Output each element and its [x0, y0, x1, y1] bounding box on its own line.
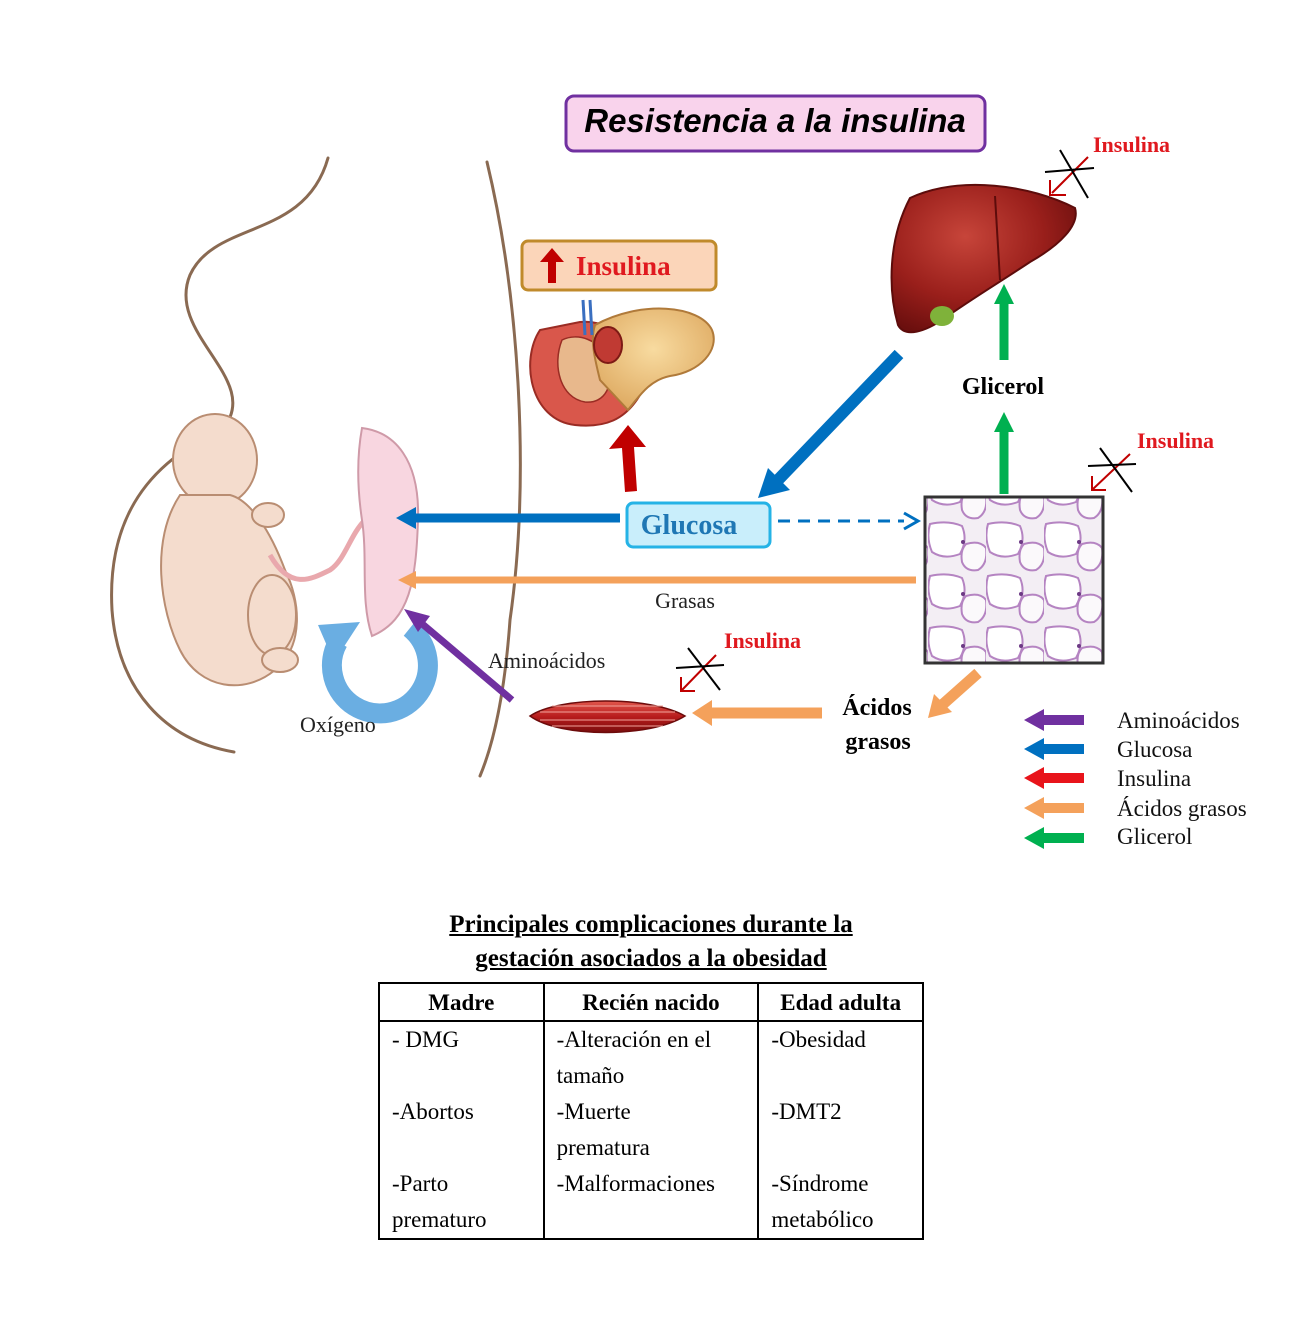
legend-item-fatty-acids: Ácidos grasos	[1024, 796, 1247, 821]
complications-table: Madre Recién nacido Edad adulta - DMG -A…	[378, 982, 924, 1240]
title-box	[564, 94, 987, 153]
oxygen-label: Oxígeno	[300, 712, 376, 737]
diagram-title: Resistencia a la insulina	[584, 102, 966, 139]
complications-heading-line1: Principales complicaciones durante la	[449, 911, 853, 938]
table-cell: -Obesidad	[757, 1021, 924, 1094]
complications-heading-line2: gestación asociados a la obesidad	[475, 945, 827, 972]
up-arrow-icon	[540, 248, 564, 283]
fetus-illustration	[160, 413, 299, 687]
table-cell: - DMG	[378, 1021, 545, 1094]
adipose-tissue-image	[923, 495, 1105, 665]
liver-illustration	[890, 184, 1077, 334]
placenta	[357, 426, 420, 638]
legend: Aminoácidos Glucosa Insulina Ácidos gras…	[1024, 708, 1247, 849]
pancreas-insulin-box	[520, 239, 718, 292]
fatty-acids-to-muscle-arrow	[692, 700, 822, 726]
svg-text:Ácidos grasos: Ácidos grasos	[1117, 796, 1247, 821]
glucose-box	[625, 501, 772, 549]
fats-to-placenta-arrow	[398, 571, 916, 589]
table-cell: -Abortos	[378, 1094, 545, 1166]
adipose-blocked-insulin-icon	[1087, 447, 1137, 493]
liver-blocked-insulin-icon	[1044, 149, 1095, 199]
aminoacids-to-placenta-arrow	[404, 609, 515, 703]
column-header-newborn: Recién nacido	[542, 982, 760, 1022]
svg-text:Glucosa: Glucosa	[1117, 737, 1192, 762]
svg-text:Insulina: Insulina	[1117, 766, 1191, 791]
glycerol-label: Glicerol	[962, 374, 1045, 400]
glucose-label: Glucosa	[641, 510, 737, 541]
glucose-to-placenta-arrow	[396, 507, 620, 529]
muscle-illustration	[528, 700, 687, 734]
muscle-blocked-insulin-icon	[675, 647, 725, 692]
complications-heading: Principales complicaciones durante la ge…	[378, 908, 924, 976]
legend-item-glycerol: Glicerol	[1024, 824, 1192, 849]
glucose-to-pancreas-arrow	[609, 425, 646, 492]
table-cell: -Malformaciones	[542, 1166, 760, 1240]
adipose-to-fatty-acids-arrow	[928, 668, 982, 718]
pancreas-illustration	[529, 299, 715, 427]
glucose-to-adipose-dashed-arrow	[778, 511, 922, 531]
glycerol-arrow-upper	[994, 284, 1014, 360]
aminoacids-label: Aminoácidos	[488, 648, 605, 673]
legend-item-glucose: Glucosa	[1024, 737, 1192, 762]
legend-item-insulin: Insulina	[1024, 766, 1191, 791]
oxygen-cycle-icon	[318, 620, 438, 724]
fatty-acids-label: Ácidos grasos	[842, 695, 917, 755]
liver-insulin-label: Insulina	[1093, 132, 1170, 157]
legend-item-aminoacids: Aminoácidos	[1024, 708, 1240, 733]
svg-text:Glicerol: Glicerol	[1117, 824, 1192, 849]
pancreas-insulin-label: Insulina	[576, 251, 671, 281]
complications-section: Principales complicaciones durante la ge…	[378, 908, 924, 1240]
table-cell: -DMT2	[757, 1094, 924, 1166]
muscle-insulin-label: Insulina	[724, 628, 801, 653]
column-header-mother: Madre	[378, 982, 545, 1022]
column-header-adult: Edad adulta	[757, 982, 924, 1022]
adipose-insulin-label: Insulina	[1137, 428, 1214, 453]
glycerol-arrow-lower	[994, 412, 1014, 494]
svg-text:Aminoácidos: Aminoácidos	[1117, 708, 1240, 733]
liver-to-glucose-arrow	[758, 349, 904, 498]
table-header-row: Madre Recién nacido Edad adulta	[378, 982, 924, 1022]
umbilical-cord	[267, 518, 367, 582]
fats-label: Grasas	[655, 588, 715, 613]
